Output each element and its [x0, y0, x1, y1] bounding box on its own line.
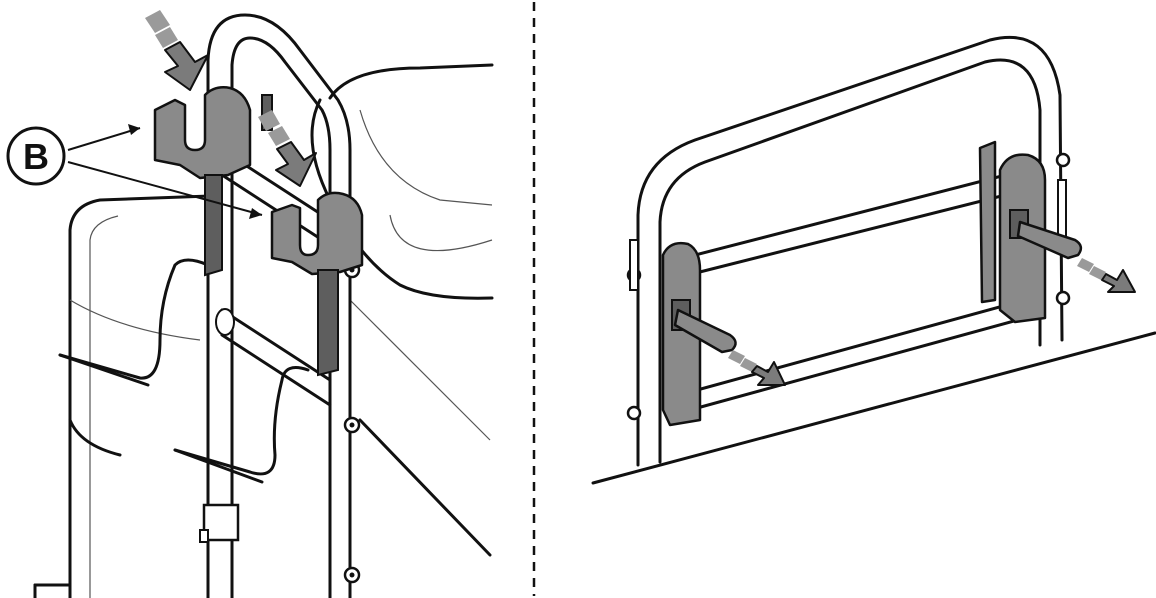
clip-lower [270, 191, 364, 377]
pull-arrow-right [1077, 258, 1136, 293]
clamp-left [661, 241, 737, 427]
down-arrow-lower [258, 110, 317, 187]
left-panel: B [6, 10, 494, 598]
callout-label: B [23, 136, 49, 177]
side-rail-frame [626, 35, 1071, 467]
clamp-right [978, 140, 1083, 324]
mattress [68, 194, 492, 598]
clip-upper [153, 86, 273, 277]
mattress-edge [591, 331, 1156, 485]
wire-hangers [33, 258, 310, 598]
pull-arrow-left [728, 350, 786, 386]
right-panel [591, 35, 1156, 485]
callout-b: B [6, 124, 263, 219]
down-arrow-upper [145, 10, 209, 91]
